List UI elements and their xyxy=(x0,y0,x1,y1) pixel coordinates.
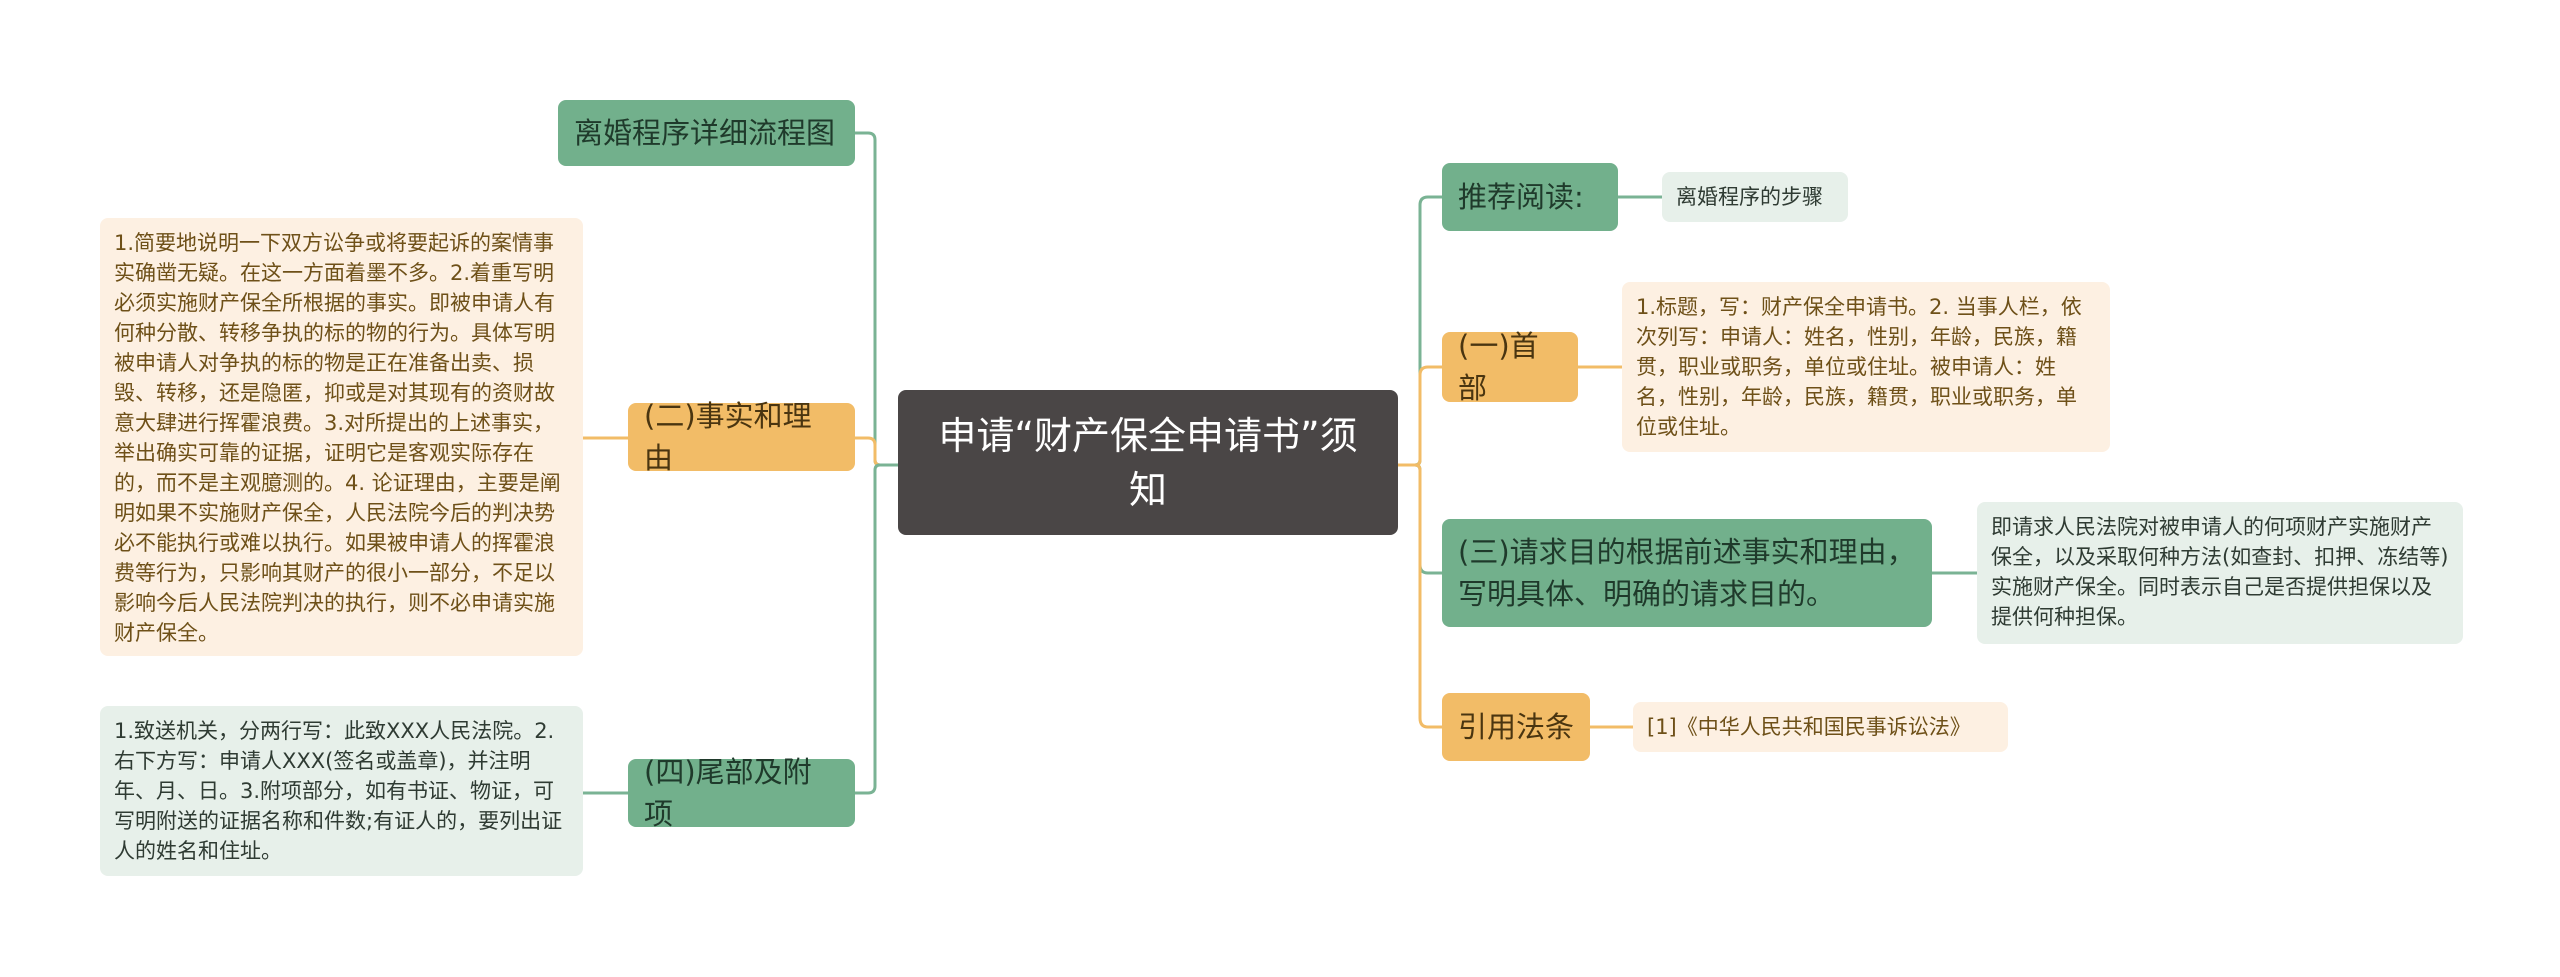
topic-facts[interactable]: (二)事实和理由 xyxy=(628,399,855,475)
header-detail: 1.标题，写：财产保全申请书。2. 当事人栏，依次列写：申请人：姓名，性别，年龄… xyxy=(1622,282,2110,452)
connector-root-flowchart xyxy=(855,131,898,467)
request-detail: 即请求人民法院对被申请人的何项财产实施财产保全，以及采取何种方法(如查封、扣押、… xyxy=(1977,502,2463,644)
topic-header[interactable]: (一)首部 xyxy=(1442,329,1578,405)
request-detail-text: 即请求人民法院对被申请人的何项财产实施财产保全，以及采取何种方法(如查封、扣押、… xyxy=(1991,515,2449,629)
ending-detail-text: 1.致送机关，分两行写：此致XXX人民法院。2.右下方写：申请人XXX(签名或盖… xyxy=(114,719,563,863)
connector-root-header xyxy=(1398,365,1442,467)
law-detail[interactable]: [1]《中华人民共和国民事诉讼法》 xyxy=(1633,702,2008,752)
topic-request-label: (三)请求目的根据前述事实和理由，写明具体、明确的请求目的。 xyxy=(1458,535,1916,611)
topic-recommend-label: 推荐阅读: xyxy=(1458,180,1584,214)
topic-flowchart[interactable]: 离婚程序详细流程图 xyxy=(558,100,855,166)
law-detail-text: [1]《中华人民共和国民事诉讼法》 xyxy=(1647,715,1971,739)
topic-recommend[interactable]: 推荐阅读: xyxy=(1442,163,1618,231)
topic-ending[interactable]: (四)尾部及附项 xyxy=(628,755,855,831)
topic-ending-label: (四)尾部及附项 xyxy=(644,755,812,831)
header-detail-text: 1.标题，写：财产保全申请书。2. 当事人栏，依次列写：申请人：姓名，性别，年龄… xyxy=(1636,295,2082,439)
topic-flowchart-label: 离婚程序详细流程图 xyxy=(574,116,836,150)
recommend-detail-text: 离婚程序的步骤 xyxy=(1676,185,1823,209)
root-topic-title: 申请“财产保全申请书”须知 xyxy=(938,413,1358,512)
topic-facts-label: (二)事实和理由 xyxy=(644,399,812,475)
connector-root-ending xyxy=(855,463,898,795)
topic-law[interactable]: 引用法条 xyxy=(1442,693,1590,761)
topic-law-label: 引用法条 xyxy=(1458,710,1575,744)
topic-header-label: (一)首部 xyxy=(1458,329,1539,405)
root-topic[interactable]: 申请“财产保全申请书”须知 xyxy=(898,390,1398,535)
recommend-detail[interactable]: 离婚程序的步骤 xyxy=(1662,172,1848,222)
facts-detail-text: 1.简要地说明一下双方讼争或将要起诉的案情事实确凿无疑。在这一方面着墨不多。2.… xyxy=(114,231,561,645)
facts-detail: 1.简要地说明一下双方讼争或将要起诉的案情事实确凿无疑。在这一方面着墨不多。2.… xyxy=(100,218,583,656)
topic-request[interactable]: (三)请求目的根据前述事实和理由，写明具体、明确的请求目的。 xyxy=(1442,519,1932,627)
ending-detail: 1.致送机关，分两行写：此致XXX人民法院。2.右下方写：申请人XXX(签名或盖… xyxy=(100,706,583,876)
connector-root-law xyxy=(1398,463,1442,729)
